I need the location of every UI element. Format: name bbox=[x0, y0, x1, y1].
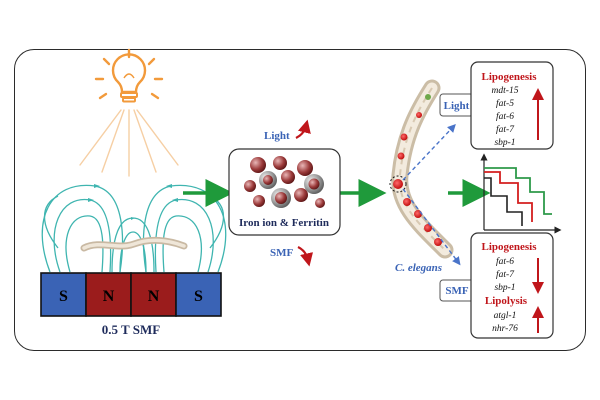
magnetic-field-lines bbox=[41, 184, 227, 273]
magnet-pole-label: N bbox=[103, 288, 115, 305]
field-arrow-icons bbox=[88, 184, 178, 220]
smf-strength-label: 0.5 T SMF bbox=[102, 322, 160, 337]
light-trend-up-arrow bbox=[295, 119, 311, 139]
magnet-array: S N N S bbox=[40, 272, 222, 317]
dashed-connector-smf bbox=[402, 188, 461, 266]
smf-trend-down-arrow bbox=[297, 246, 314, 267]
survival-step-chart bbox=[480, 153, 562, 234]
chart-series-green bbox=[484, 167, 552, 215]
magnet-pole-s-left bbox=[40, 272, 87, 317]
light-gene-panel bbox=[470, 61, 554, 150]
gene-label: nhr-76 bbox=[492, 324, 518, 334]
magnet-pole-label: S bbox=[59, 288, 68, 305]
smf-tag-label: SMF bbox=[445, 285, 469, 297]
iron-ferritin-label: Iron ion & Ferritin bbox=[239, 217, 329, 229]
light-bulb-icon bbox=[94, 48, 164, 103]
light-tag-label: Light bbox=[444, 100, 470, 112]
c-elegans-worm-icon bbox=[389, 79, 454, 259]
magnet-pole-s-right bbox=[175, 272, 222, 317]
c-elegans-label: C. elegans bbox=[395, 262, 442, 274]
gene-label: fat-7 bbox=[496, 124, 515, 135]
chart-series-black bbox=[484, 177, 523, 226]
light-panel-heading: Lipogenesis bbox=[481, 71, 537, 83]
magnet-pole-label: S bbox=[194, 288, 203, 305]
smf-lipogenesis-heading: Lipogenesis bbox=[481, 241, 537, 253]
gene-label: fat-7 bbox=[496, 269, 515, 280]
gene-label: atgl-1 bbox=[494, 311, 517, 321]
diagram-frame bbox=[14, 49, 586, 351]
gene-label: fat-5 bbox=[496, 98, 514, 109]
gene-label: fat-6 bbox=[496, 111, 514, 122]
gene-label: sbp-1 bbox=[494, 283, 515, 293]
smf-lipolysis-heading: Lipolysis bbox=[485, 295, 528, 307]
light-condition-label: Light bbox=[264, 130, 290, 142]
magnet-pole-label: N bbox=[148, 288, 160, 305]
gene-label: sbp-1 bbox=[494, 138, 515, 148]
magnet-pole-n-left bbox=[85, 272, 132, 317]
magnet-pole-n-right bbox=[130, 272, 177, 317]
gene-label: mdt-15 bbox=[492, 86, 519, 96]
dashed-connector-light bbox=[402, 123, 456, 181]
chart-series-red bbox=[484, 171, 533, 222]
light-rays bbox=[79, 109, 179, 177]
worm-on-magnet-icon bbox=[80, 236, 188, 252]
ferritin-particles-icon bbox=[244, 156, 325, 208]
smf-condition-label: SMF bbox=[270, 247, 294, 259]
gene-label: fat-6 bbox=[496, 256, 514, 267]
